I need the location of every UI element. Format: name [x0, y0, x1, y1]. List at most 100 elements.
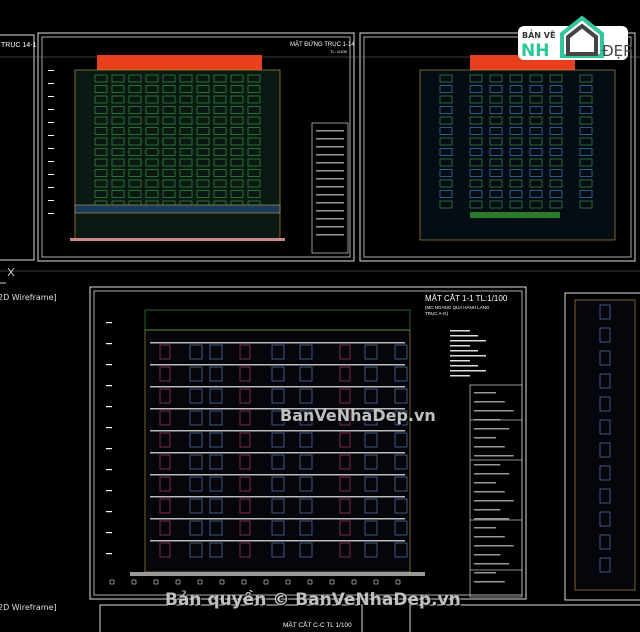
roof [97, 55, 262, 70]
window [469, 85, 483, 93]
window [230, 190, 244, 198]
title-block-text [316, 138, 344, 140]
window [196, 158, 210, 167]
window [299, 388, 313, 404]
window [145, 95, 159, 104]
window [509, 95, 523, 104]
window [239, 410, 251, 426]
window [239, 344, 251, 360]
note-text [450, 360, 470, 362]
viewport-label-bottom[interactable]: 2D Wireframe] [0, 603, 57, 612]
window [111, 179, 125, 188]
window [509, 148, 523, 156]
window [469, 158, 483, 167]
window [209, 410, 223, 426]
window [230, 106, 244, 114]
ground-slab [130, 572, 425, 576]
title-block-text [474, 509, 501, 511]
window [339, 344, 351, 360]
window [213, 106, 227, 114]
window [364, 432, 378, 448]
title-block-text [316, 178, 344, 180]
title-block-text [474, 500, 514, 502]
floor-slab [150, 540, 405, 542]
window [162, 127, 176, 135]
window [196, 190, 210, 198]
level-mark [106, 364, 112, 366]
sheet-subtitle-section-1a: (MC NGANG QUA HÀNH LANG [425, 304, 490, 310]
window [94, 127, 108, 135]
window [599, 304, 611, 320]
floor-slab [150, 386, 405, 388]
sheet-subtitle-section-1b: TRỤC A-G) [425, 311, 449, 316]
window [128, 127, 142, 135]
window [162, 106, 176, 114]
level-mark [48, 161, 54, 162]
window [94, 95, 108, 104]
window [271, 410, 285, 426]
floor-slab [150, 474, 405, 476]
window [213, 95, 227, 104]
level-mark [106, 322, 112, 324]
window [579, 127, 593, 135]
window [128, 137, 142, 146]
window [489, 127, 503, 135]
window [162, 158, 176, 167]
window [529, 95, 543, 104]
window [489, 158, 503, 167]
window [439, 74, 453, 83]
window [509, 127, 523, 135]
level-mark [106, 406, 112, 408]
window [469, 200, 483, 209]
window [128, 158, 142, 167]
window [529, 74, 543, 83]
window [189, 454, 203, 470]
window [94, 116, 108, 125]
level-mark [106, 511, 112, 513]
window [509, 85, 523, 93]
window [111, 169, 125, 177]
grid-bubble [219, 579, 225, 585]
grid-bubble [109, 579, 115, 585]
title-block-text [316, 186, 344, 188]
title-block-text [316, 234, 344, 236]
window [247, 106, 261, 114]
window [509, 190, 523, 198]
window [179, 95, 193, 104]
window [439, 148, 453, 156]
window [179, 169, 193, 177]
window [364, 410, 378, 426]
note-text [450, 345, 470, 347]
window [179, 85, 193, 93]
window [549, 127, 563, 135]
window [179, 127, 193, 135]
window [230, 179, 244, 188]
window [469, 137, 483, 146]
window [213, 137, 227, 146]
window [247, 95, 261, 104]
window [549, 148, 563, 156]
window [579, 148, 593, 156]
note-text [450, 370, 486, 372]
window [509, 106, 523, 114]
window [439, 95, 453, 104]
window [230, 74, 244, 83]
window [394, 432, 408, 448]
level-mark [48, 83, 54, 84]
level-mark [48, 200, 54, 201]
level-mark [106, 448, 112, 450]
window [579, 116, 593, 125]
grid-bubble [175, 579, 181, 585]
window [364, 476, 378, 492]
window [213, 116, 227, 125]
window [549, 200, 563, 209]
window [209, 432, 223, 448]
window [179, 116, 193, 125]
window [94, 148, 108, 156]
window [213, 127, 227, 135]
viewport-label-top[interactable]: 2D Wireframe] [0, 293, 57, 302]
sheet-title-section-1: MẶT CẮT 1-1 TL:1/100 [425, 294, 508, 303]
window [489, 137, 503, 146]
